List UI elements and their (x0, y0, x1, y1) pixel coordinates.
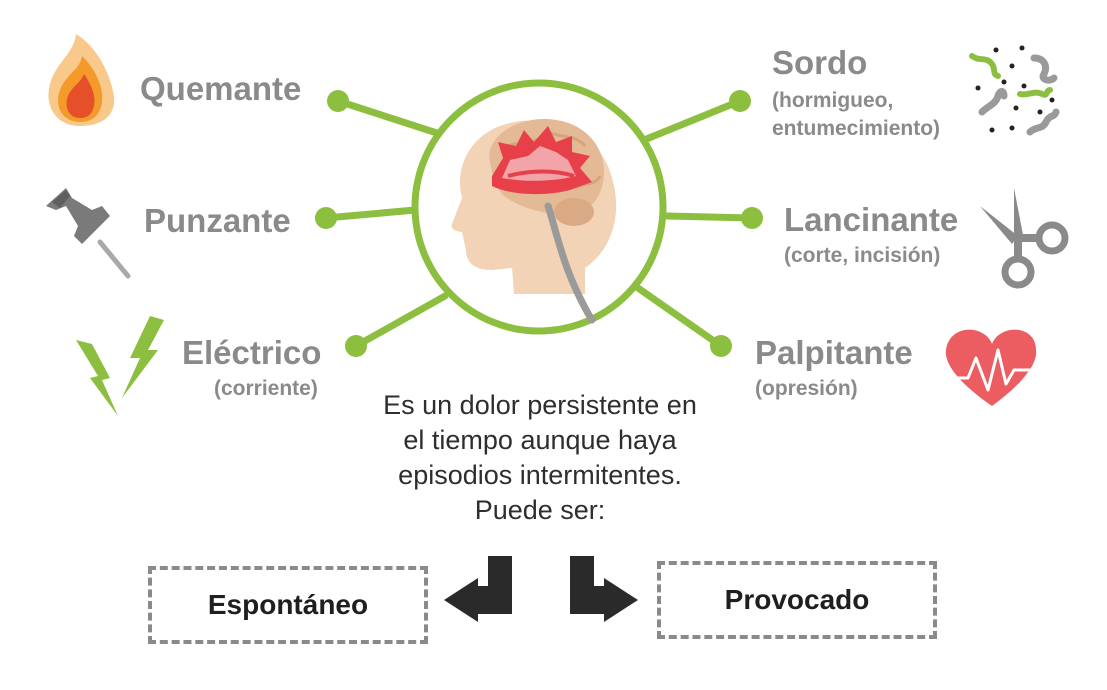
outcome-box-provocado: Provocado (657, 561, 937, 639)
label-electrico-sub: (corriente) (214, 377, 318, 400)
tingling-squiggles-icon (969, 45, 1060, 136)
description-line-3: episodios intermitentes. (398, 460, 682, 490)
connector-lines (322, 97, 756, 350)
heart-pulse-icon (936, 329, 1040, 406)
arrow-right-down-icon (570, 556, 638, 622)
head-brain-pain-icon (411, 79, 667, 335)
lightning-icon (76, 316, 164, 416)
outcome-box-espontaneo: Espontáneo (148, 566, 428, 644)
label-palpitante: Palpitante (755, 334, 913, 371)
label-lancinante: Lancinante (784, 201, 959, 238)
label-sordo-sub-2: entumecimiento) (772, 117, 941, 140)
description-line-2: el tiempo aunque haya (403, 425, 677, 455)
description-line-4: Puede ser: (474, 495, 606, 525)
label-quemante: Quemante (140, 70, 302, 107)
label-electrico: Eléctrico (182, 334, 322, 371)
scissors-icon (980, 188, 1069, 289)
label-palpitante-sub: (opresión) (755, 377, 858, 400)
outcome-label-espontaneo: Espontáneo (207, 589, 369, 620)
label-lancinante-sub: (corte, incisión) (784, 244, 941, 267)
pushpin-icon (46, 188, 131, 279)
arrow-left-down-icon (444, 556, 512, 622)
connector-dots (315, 90, 763, 357)
label-punzante: Punzante (144, 202, 291, 239)
flame-icon (48, 34, 115, 126)
label-sordo-sub-1: (hormigueo, (772, 89, 894, 112)
label-sordo: Sordo (772, 44, 868, 81)
description-line-1: Es un dolor persistente en (383, 390, 697, 420)
outcome-label-provocado: Provocado (724, 584, 870, 615)
description-text: Es un dolor persistente en el tiempo aun… (350, 388, 730, 528)
